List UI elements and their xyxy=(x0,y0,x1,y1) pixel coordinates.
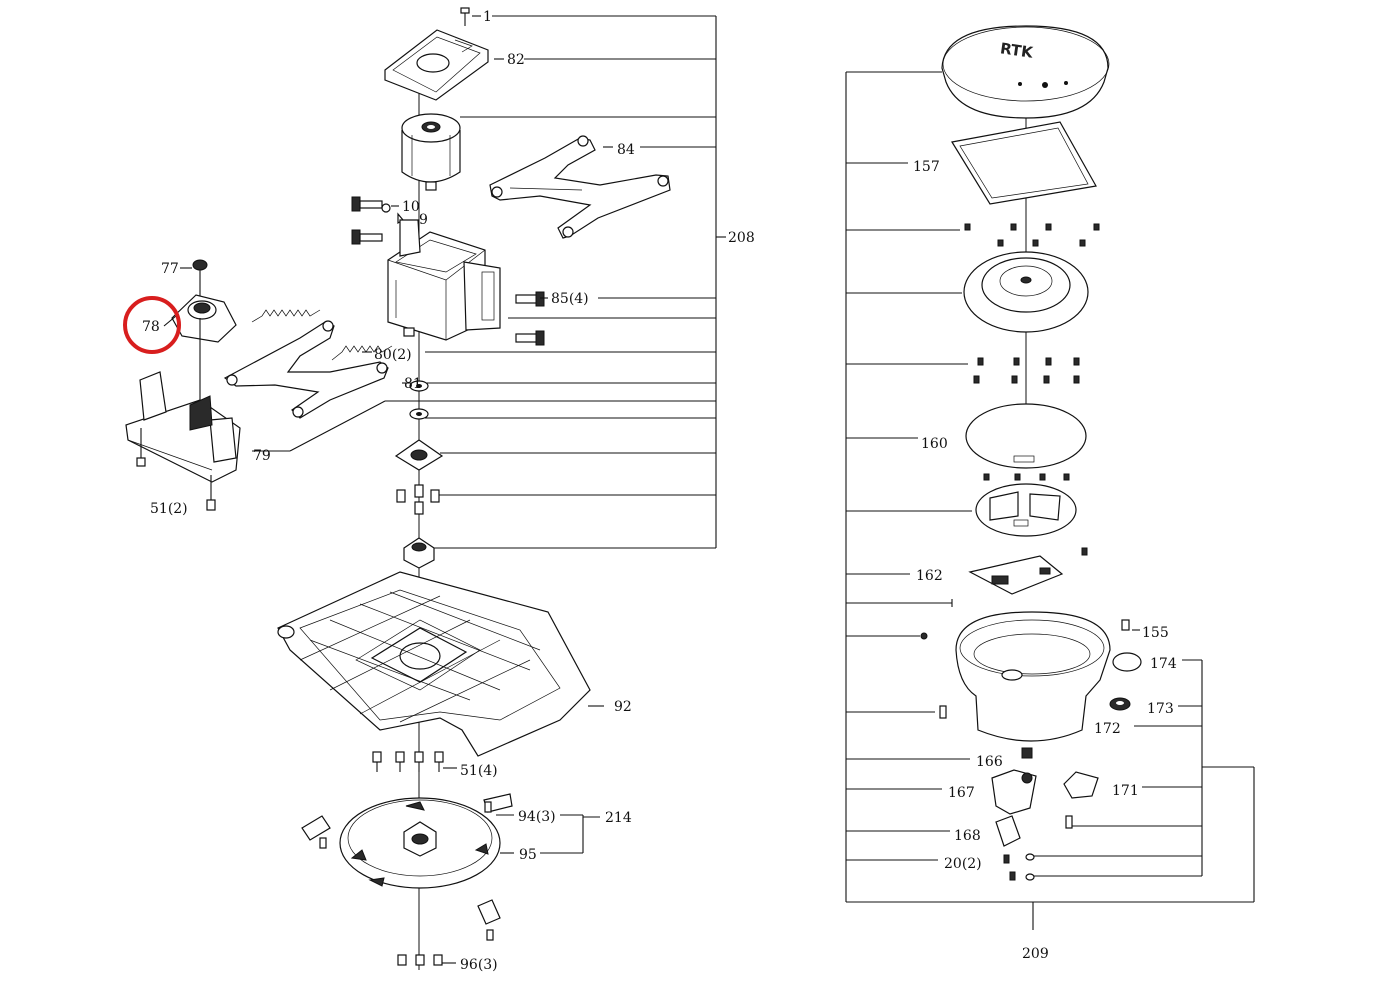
mount-part-78 xyxy=(171,294,237,400)
antenna-plate xyxy=(963,251,1089,333)
label-80: 80(2) xyxy=(374,347,412,363)
label-160: 160 xyxy=(921,436,948,452)
rtk-dome-cover: RTK xyxy=(941,25,1110,119)
lower-arm-part xyxy=(223,320,389,419)
small-parts-155-174-173 xyxy=(1109,619,1142,711)
sensor-part-171 xyxy=(1063,771,1099,829)
gasket-part-157 xyxy=(951,121,1097,205)
label-94: 94(3) xyxy=(518,809,556,825)
washer-part-81 xyxy=(409,380,429,420)
screws-part-85 xyxy=(515,291,545,346)
label-82: 82 xyxy=(507,52,525,68)
nut-part-77 xyxy=(192,259,208,300)
screw-part-1 xyxy=(460,7,470,26)
screws-row-3 xyxy=(983,473,1070,481)
label-77: 77 xyxy=(161,261,179,277)
bracket-209 xyxy=(845,71,1255,930)
spring-part-80 xyxy=(251,309,393,361)
label-51-2: 51(2) xyxy=(150,501,188,517)
label-92: 92 xyxy=(614,699,632,715)
base-housing-part-172 xyxy=(920,611,1111,759)
label-214: 214 xyxy=(605,810,632,826)
pcb-part-162 xyxy=(968,555,1064,595)
label-167: 167 xyxy=(948,785,975,801)
label-168: 168 xyxy=(954,828,981,844)
flange-part xyxy=(394,439,444,471)
label-157: 157 xyxy=(913,159,940,175)
screw-group-center xyxy=(396,484,440,515)
bolt-set-10 xyxy=(351,196,404,245)
bracket-208 xyxy=(289,15,726,549)
cover-plate-part-82 xyxy=(384,29,489,101)
label-20: 20(2) xyxy=(944,856,982,872)
screw-single xyxy=(1081,547,1088,556)
screws-row-2 xyxy=(973,357,1080,384)
label-166: 166 xyxy=(976,754,1003,770)
blade-disc-part-95 xyxy=(339,797,501,889)
label-1: 1 xyxy=(483,9,492,25)
label-173: 173 xyxy=(1147,701,1174,717)
rtk-logo-text: RTK xyxy=(999,39,1035,62)
base-bracket-part-79 xyxy=(125,371,241,483)
screws-part-51-row xyxy=(372,751,444,772)
screw-part-51-base xyxy=(136,428,216,511)
label-10: 10 xyxy=(402,199,420,215)
label-85: 85(4) xyxy=(551,291,589,307)
arm-part-84 xyxy=(489,135,671,239)
label-51-4: 51(4) xyxy=(460,763,498,779)
label-84: 84 xyxy=(617,142,635,158)
label-96: 96(3) xyxy=(460,957,498,973)
label-81: 81 xyxy=(404,376,422,392)
label-171: 171 xyxy=(1112,783,1139,799)
label-162: 162 xyxy=(916,568,943,584)
highlight-circle-78 xyxy=(123,296,181,354)
blades-part-94 xyxy=(301,793,513,941)
label-209: 209 xyxy=(1022,946,1049,962)
label-208: 208 xyxy=(728,230,755,246)
motor-housing-part xyxy=(387,219,501,341)
label-95: 95 xyxy=(519,847,537,863)
pcb-plate xyxy=(975,483,1077,537)
label-78: 78 xyxy=(142,319,160,335)
label-9: 9 xyxy=(419,212,428,228)
coupling-part xyxy=(403,537,435,569)
screws-row-1 xyxy=(964,223,1100,247)
label-79: 79 xyxy=(253,448,271,464)
screws-part-96 xyxy=(397,954,443,966)
connector-part-167 xyxy=(991,769,1037,847)
label-174: 174 xyxy=(1150,656,1177,672)
label-172: 172 xyxy=(1094,721,1121,737)
washers-lower xyxy=(1003,853,1035,881)
motor-part xyxy=(401,113,461,191)
board-part-160 xyxy=(965,403,1087,469)
label-155: 155 xyxy=(1142,625,1169,641)
chassis-part-92 xyxy=(277,571,591,757)
